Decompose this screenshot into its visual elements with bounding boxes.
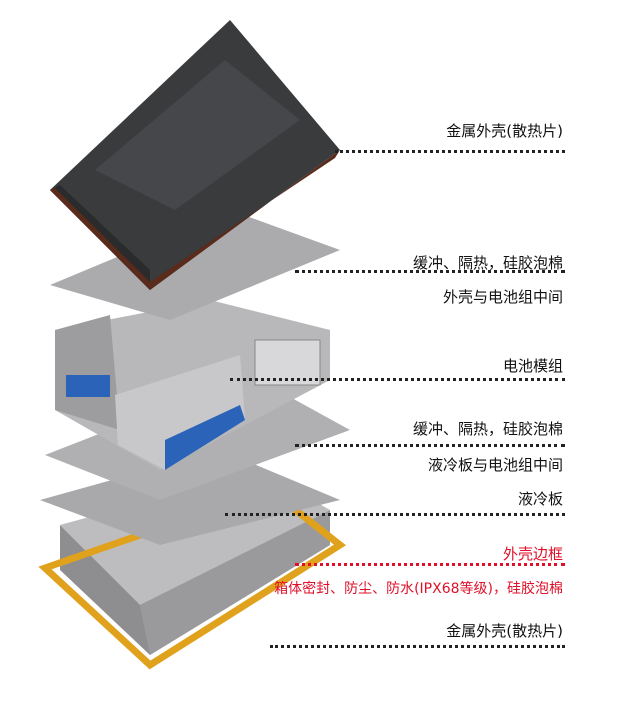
label-cooling-plate: 液冷板 [517, 490, 563, 508]
label-battery-module: 电池模组 [502, 357, 563, 375]
leader-line-top-foam [295, 270, 565, 273]
label-mid-foam-2: 液冷板与电池组中间 [427, 456, 563, 474]
leader-line-frame [295, 563, 565, 566]
label-top-metal-shell: 金属外壳(散热片) [446, 122, 563, 140]
leader-line-battery-module [230, 378, 565, 381]
leader-line-mid-foam [295, 444, 565, 447]
leader-line-cooling-plate [225, 513, 565, 516]
label-top-foam-1: 缓冲、隔热，硅胶泡棉 [412, 254, 563, 272]
label-bottom-metal-shell: 金属外壳(散热片) [446, 622, 563, 640]
top-foam-pad [50, 210, 340, 320]
bottom-metal-shell [38, 470, 347, 670]
label-mid-foam-1: 缓冲、隔热，硅胶泡棉 [412, 420, 563, 438]
top-metal-shell [50, 20, 340, 290]
cooling-plate [40, 450, 340, 545]
label-top-foam-2: 外壳与电池组中间 [442, 288, 563, 306]
label-frame: 外壳边框 [502, 545, 563, 563]
leader-line-bottom-shell [270, 645, 565, 648]
label-frame-note: 箱体密封、防尘、防水(IPX68等级)，硅胶泡棉 [274, 581, 563, 597]
leader-line-top-shell [335, 150, 565, 153]
battery-module [55, 300, 330, 470]
